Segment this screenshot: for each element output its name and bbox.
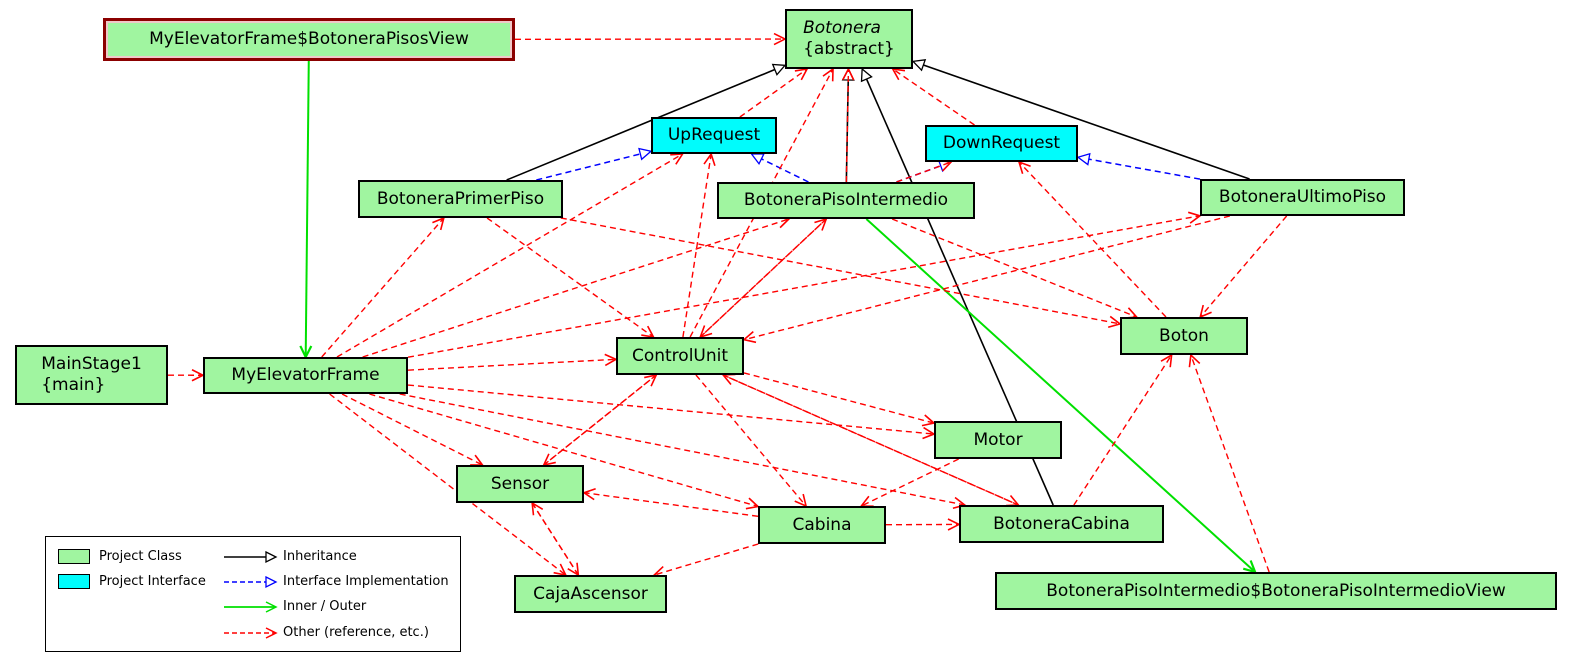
edge-implementation-ultimo-to-down: [1076, 152, 1201, 180]
edge-implementation-primer-to-up: [536, 147, 653, 181]
edge-other-frame-to-sensor: [341, 393, 485, 466]
edge-other-control-to-intermedio: [699, 217, 828, 338]
node-botonera-primer-piso[interactable]: BotoneraPrimerPiso: [358, 180, 563, 218]
edge-other-ultimo-to-control: [742, 215, 1231, 344]
edge-inheritance-intermedio-to-botonera: [841, 67, 855, 183]
node-botonera-ultimo-piso[interactable]: BotoneraUltimoPiso: [1200, 179, 1405, 216]
legend-interface-label: Project Interface: [99, 574, 206, 589]
node-label: MainStage1: [41, 354, 142, 374]
edge-other-frame-to-motor: [407, 384, 936, 440]
edge-other-control-to-up: [682, 152, 716, 338]
edge-other-down-to-botonera: [891, 67, 975, 126]
edge-inheritance-ultimo-to-botonera: [911, 59, 1250, 180]
edge-other-sensor-to-control: [543, 373, 658, 466]
legend-inner-outer-label: Inner / Outer: [283, 599, 367, 614]
edge-other-cabina-to-bcabina: [885, 518, 961, 531]
node-stereotype: {main}: [41, 375, 106, 395]
edge-other-control-to-cabina: [695, 374, 808, 508]
node-botonera[interactable]: Botonera {abstract}: [785, 9, 913, 69]
edge-other-frame-to-ultimo: [407, 211, 1202, 358]
legend-interface-swatch: [58, 574, 90, 589]
edge-other-up-to-botonera: [739, 67, 809, 118]
edge-implementation-intermedio-to-down: [896, 159, 953, 183]
edge-other-motor-to-cabina: [859, 458, 959, 507]
node-stereotype: {abstract}: [803, 39, 895, 59]
edge-other-bcabina-to-boton: [1073, 353, 1173, 506]
edge-other-primer-to-control: [486, 217, 655, 339]
node-label: Sensor: [490, 473, 550, 494]
legend-implementation-label: Interface Implementation: [283, 574, 449, 589]
node-cabina[interactable]: Cabina: [758, 506, 886, 544]
edge-other-intermedio-to-botonera: [842, 67, 855, 183]
node-sensor[interactable]: Sensor: [456, 465, 584, 503]
edge-other-frame-to-control: [407, 353, 618, 371]
legend: Project Class Project Interface Inherita…: [45, 536, 461, 652]
node-label: Botonera: [803, 18, 881, 38]
edge-other-boton-to-down: [1017, 160, 1167, 318]
node-label: BotoneraPisoIntermedio: [743, 190, 949, 210]
node-label: UpRequest: [667, 125, 761, 145]
edge-other-caja-to-sensor: [531, 501, 579, 576]
node-label: Cabina: [792, 514, 852, 535]
node-botonera-cabina[interactable]: BotoneraCabina: [959, 505, 1164, 543]
legend-inner-outer-line: [224, 601, 278, 613]
node-piso-intermedio-view[interactable]: BotoneraPisoIntermedio$BotoneraPisoInter…: [995, 572, 1557, 610]
edge-other-frame-to-primer: [321, 216, 445, 358]
edge-other-cabina-to-caja: [652, 543, 759, 578]
edge-other-main-to-frame: [167, 369, 205, 382]
node-label: Motor: [973, 429, 1023, 450]
legend-other-label: Other (reference, etc.): [283, 625, 429, 640]
node-label: CajaAscensor: [533, 583, 648, 604]
node-up-request[interactable]: UpRequest: [651, 117, 777, 154]
node-label: ControlUnit: [631, 345, 729, 366]
legend-implementation-line: [224, 575, 278, 589]
node-label: MyElevatorFrame$BotoneraPisosView: [149, 29, 469, 49]
edge-inner_outer-view-to-frame: [299, 60, 313, 360]
node-caja-ascensor[interactable]: CajaAscensor: [514, 575, 667, 613]
legend-inheritance-label: Inheritance: [283, 549, 357, 564]
edge-other-ultimo-to-boton: [1199, 215, 1288, 319]
legend-inheritance-line: [224, 550, 278, 564]
node-label: MyElevatorFrame: [231, 365, 380, 385]
node-my-elevator-frame[interactable]: MyElevatorFrame: [203, 357, 408, 394]
node-down-request[interactable]: DownRequest: [925, 125, 1078, 162]
edge-inheritance-primer-to-botonera: [506, 63, 787, 181]
node-label: Boton: [1159, 325, 1209, 346]
node-label: BotoneraPisoIntermedio$BotoneraPisoInter…: [1046, 580, 1506, 601]
edge-other-control-to-motor: [743, 372, 936, 427]
node-botonera-pisos-view[interactable]: MyElevatorFrame$BotoneraPisosView: [103, 18, 515, 61]
edge-other-cabina-to-sensor: [582, 487, 759, 518]
legend-line-samples: [224, 550, 278, 639]
node-label: BotoneraCabina: [993, 513, 1130, 534]
node-label: BotoneraUltimoPiso: [1218, 187, 1387, 207]
legend-class-label: Project Class: [99, 549, 182, 564]
edge-other-view-to-botonera: [514, 32, 787, 46]
node-label: BotoneraPrimerPiso: [376, 188, 545, 209]
edge-other-primer-to-boton: [560, 217, 1122, 329]
node-label: DownRequest: [942, 133, 1061, 153]
legend-other-line: [224, 627, 278, 639]
edge-other-frame-to-up: [336, 153, 685, 358]
node-control-unit[interactable]: ControlUnit: [616, 337, 744, 375]
node-botonera-piso-intermedio[interactable]: BotoneraPisoIntermedio: [717, 182, 975, 219]
node-main-stage[interactable]: MainStage1 {main}: [15, 345, 168, 405]
legend-class-swatch: [58, 549, 90, 564]
edge-other-intview-to-boton: [1188, 353, 1270, 573]
node-motor[interactable]: Motor: [934, 421, 1062, 459]
node-boton[interactable]: Boton: [1120, 317, 1248, 355]
